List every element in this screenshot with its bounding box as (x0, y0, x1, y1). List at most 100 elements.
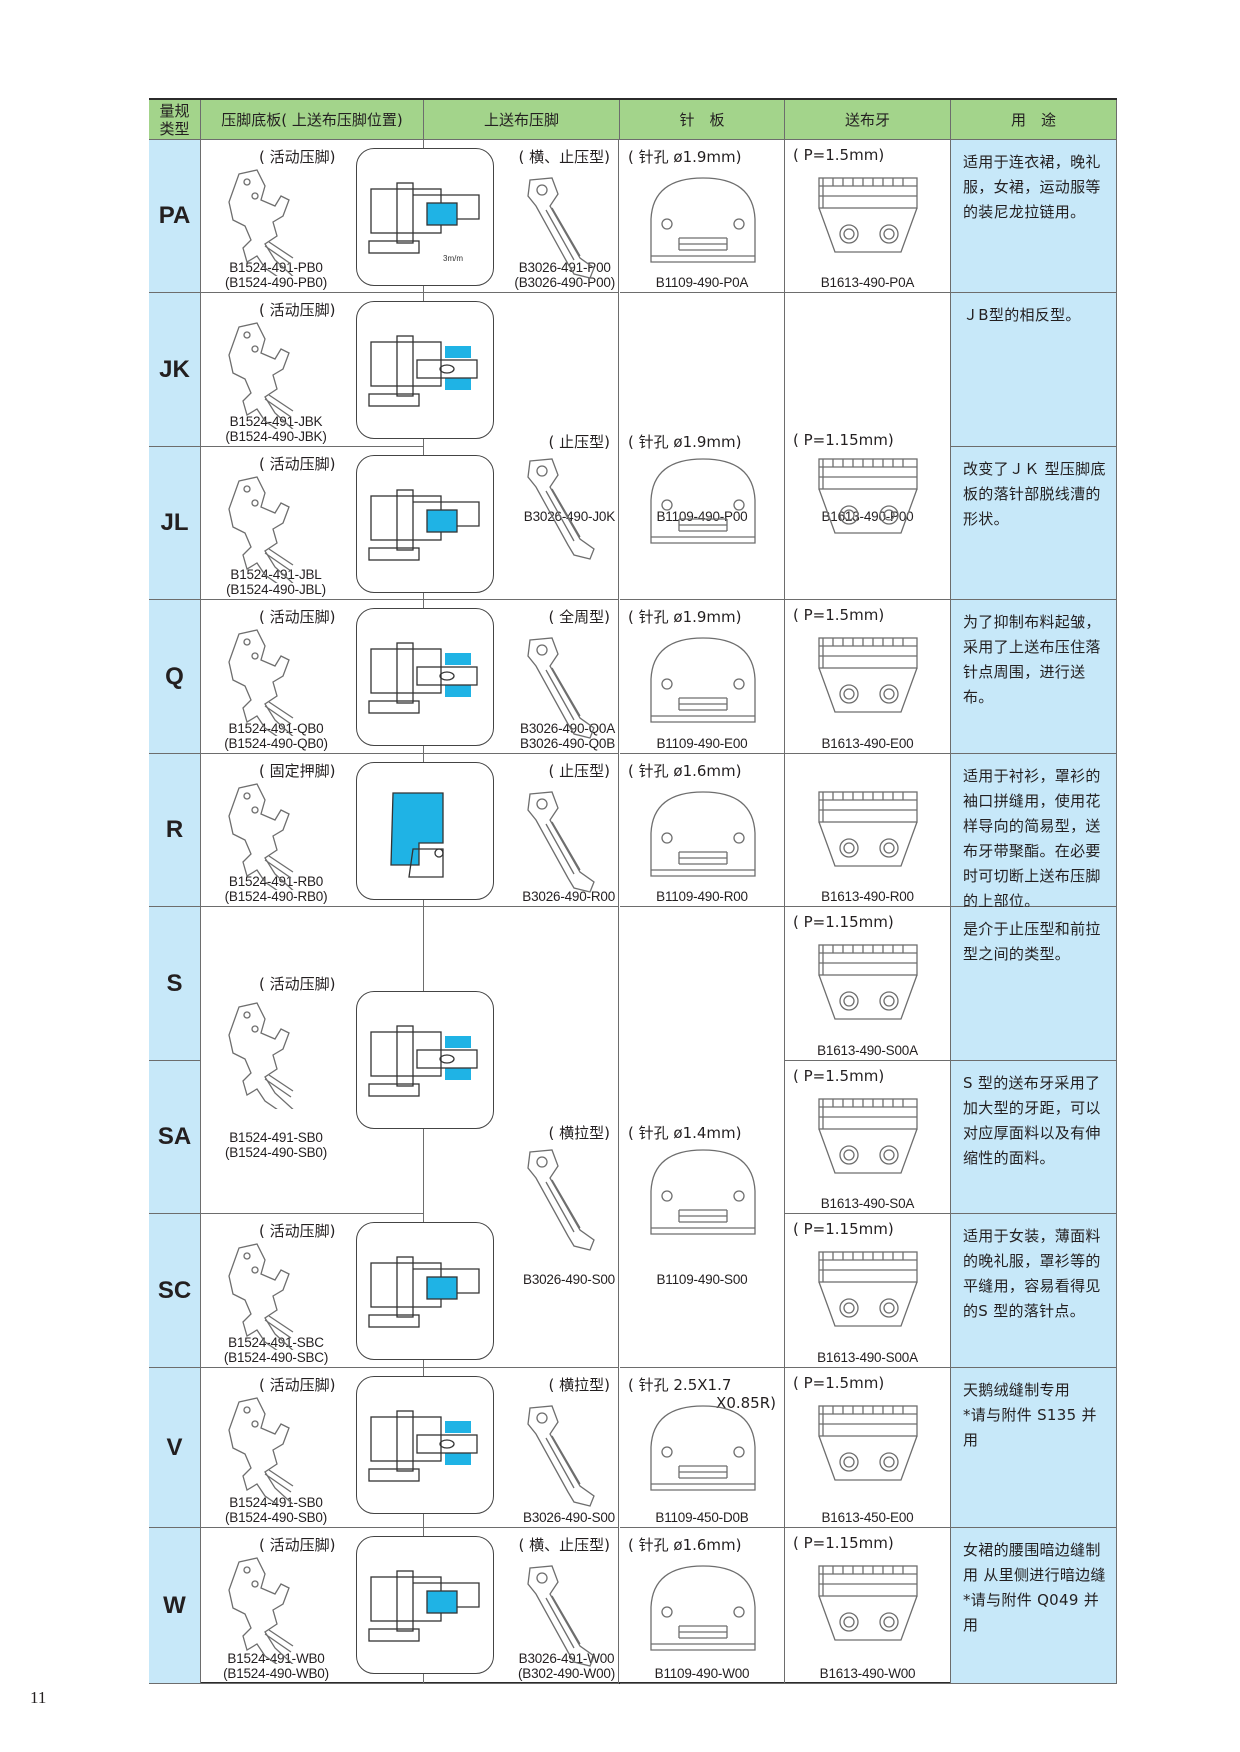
presser-foot-image (219, 166, 314, 287)
part-number: B1613-490-S0A (785, 1196, 950, 1211)
usage-cell: ＪB型的相反型。 (951, 293, 1117, 447)
part-number-line: (B1524-490-QB0) (224, 736, 328, 751)
feed-type-label: ( P=1.5mm) (793, 1067, 885, 1085)
upper-feed-presser-image (518, 788, 608, 897)
presser-foot-image (219, 780, 314, 901)
needle-plate-image (643, 174, 763, 273)
gauge-type-label: V (149, 1368, 201, 1528)
needle-plate-image (643, 455, 763, 554)
part-number-line: B1613-490-S0A (820, 1196, 915, 1211)
needle-plate-image (643, 1562, 763, 1661)
part-number: B1524-491-WB0(B1524-490-WB0) (201, 1651, 351, 1681)
feed-dog-image (813, 1402, 923, 1496)
usage-description: 是介于止压型和前拉型之间的类型。 (963, 920, 1101, 963)
foot-type-label: ( 活动压脚) (259, 1376, 336, 1394)
part-number: B1524-491-PB0(B1524-490-PB0) (201, 260, 351, 290)
gauge-type-label: SA (149, 1061, 201, 1214)
foot-cell: ( 活动压脚)B1524-491-SB0(B1524-490-SB0) (201, 1368, 494, 1528)
usage-cell: 是介于止压型和前拉型之间的类型。 (951, 907, 1117, 1061)
foot-type-label: ( 活动压脚) (259, 301, 336, 319)
part-number-line: (B1524-490-WB0) (223, 1666, 329, 1681)
part-number-line: B1524-491-SB0 (229, 1495, 323, 1510)
part-number: B1613-490-R00 (785, 889, 950, 904)
column-header: 上送布压脚 (424, 100, 620, 140)
part-number-line: B1524-491-PB0 (229, 260, 323, 275)
presser-cell: ( 横拉型)B3026-490-S00 (423, 907, 619, 1368)
part-number: B1109-490-E00 (620, 736, 784, 751)
plate-cell: ( 针孔 ø1.9mm)B1109-490-P0A (620, 140, 785, 293)
presser-cell: ( 横、止压型)B3026-491-P00(B3026-490-P00) (423, 140, 619, 293)
gauge-type-label: PA (149, 140, 201, 293)
part-number-line: B3026-490-J0K (523, 509, 615, 524)
part-number: B1613-450-E00 (785, 1510, 950, 1525)
part-number: B3026-490-S00 (523, 1510, 615, 1525)
feed-type-label: ( P=1.5mm) (793, 606, 885, 624)
part-number-line: B1613-490-R00 (821, 889, 914, 904)
gauge-type-label: JL (149, 447, 201, 600)
plate-type-label: ( 针孔 2.5X1.7 (628, 1376, 732, 1394)
column-header: 用 途 (951, 100, 1117, 140)
column-header: 压脚底板( 上送布压脚位置) (201, 100, 424, 140)
part-number: B1524-491-QB0(B1524-490-QB0) (201, 721, 351, 751)
part-number-line: B1524-491-SBC (228, 1335, 324, 1350)
usage-description: 改变了ＪＫ 型压脚底板的落针部脱线漕的形状。 (963, 460, 1106, 528)
foot-cell: ( 固定押脚)B1524-491-RB0(B1524-490-RB0) (201, 754, 494, 907)
upper-feed-presser-image (518, 634, 608, 743)
part-number: B1109-450-D0B (620, 1510, 784, 1525)
presser-cell: ( 横拉型) B3026-490-S00 (423, 1368, 619, 1528)
upper-feed-presser-image (518, 455, 608, 564)
presser-type-label: ( 横拉型) (548, 1376, 610, 1394)
foot-type-label: ( 活动压脚) (259, 455, 336, 473)
usage-cell: 适用于连衣裙，晚礼服，女裙，运动服等的装尼龙拉链用。 (951, 140, 1117, 293)
feed-type-label: ( P=1.15mm) (793, 913, 894, 931)
part-number: B3026-490-R00 (522, 889, 615, 904)
part-number-line: (B1524-490-RB0) (224, 889, 328, 904)
presser-foot-image (219, 1394, 314, 1515)
foot-cell: ( 活动压脚)B1524-491-JBK(B1524-490-JBK) (201, 293, 494, 447)
column-header: 量规 类型 (149, 100, 201, 140)
gauge-type-label: Q (149, 600, 201, 754)
part-number: B3026-490-J0K (524, 509, 615, 524)
part-number: B1109-490-P00 (620, 509, 784, 524)
presser-cell: ( 止压型)B3026-490-R00 (423, 754, 619, 907)
foot-position-diagram (356, 608, 494, 746)
upper-feed-presser-image (518, 1146, 608, 1255)
part-number-line: B1109-450-D0B (655, 1510, 749, 1525)
foot-cell: ( 活动压脚)B1524-491-WB0(B1524-490-WB0) (201, 1528, 494, 1684)
upper-feed-presser-image (518, 1402, 608, 1511)
presser-foot-image (219, 999, 314, 1120)
feed-type-label: ( P=1.15mm) (793, 430, 894, 449)
part-number-line: B1613-490-S00A (817, 1350, 918, 1365)
plate-type-label: ( 针孔 ø1.9mm) (628, 148, 742, 166)
feed-cell: ( P=1.5mm)B1613-490-E00 (785, 600, 951, 754)
upper-feed-presser-image (518, 174, 608, 283)
part-number: B1109-490-R00 (620, 889, 784, 904)
foot-cell: ( 活动压脚)B1524-491-JBL(B1524-490-JBL) (201, 447, 494, 600)
usage-description: 天鹅绒缝制专用 *请与附件 S135 并用 (963, 1381, 1097, 1449)
part-number: B1613-490-S00A (785, 1043, 950, 1058)
part-number-line: B1109-490-E00 (656, 736, 748, 751)
column-header: 送布牙 (785, 100, 951, 140)
feed-dog-image (813, 1248, 923, 1342)
part-number-line: B1613-450-E00 (821, 1510, 914, 1525)
usage-description: 适用于女装，薄面料的晚礼服，罩衫等的平缝用，容易看得见的S 型的落针点。 (963, 1227, 1101, 1320)
part-number-line: B1613-490-S00A (817, 1043, 918, 1058)
part-number-line: (B1524-490-JBL) (226, 582, 326, 597)
plate-type-label: ( 针孔 ø1.6mm) (628, 1536, 742, 1554)
part-number-line: B1613-490-P0A (820, 275, 915, 290)
usage-description: 女裙的腰围暗边缝制用 从里侧进行暗边缝 *请与附件 Q049 并用 (963, 1541, 1106, 1634)
part-number-line: (B3026-490-P00) (514, 275, 615, 290)
feed-type-label: ( P=1.15mm) (793, 1534, 894, 1552)
usage-description: 适用于连衣裙，晚礼服，女裙，运动服等的装尼龙拉链用。 (963, 153, 1101, 221)
feed-cell: ( P=1.5mm) B1613-490-S0A (785, 1061, 951, 1214)
plate-cell: ( 针孔 ø1.6mm)B1109-490-R00 (620, 754, 785, 907)
gauge-type-label: S (149, 907, 201, 1061)
presser-type-label: ( 横拉型) (548, 1123, 610, 1142)
part-number-line: B3026-490-Q0B (520, 736, 615, 751)
needle-plate-image (643, 634, 763, 733)
needle-plate-image (643, 1146, 763, 1245)
foot-type-label: ( 活动压脚) (259, 608, 336, 626)
usage-description: 适用于衬衫，罩衫的袖口拼缝用，使用花样导向的简易型，送布牙带聚酯。在必要时可切断… (963, 767, 1101, 910)
